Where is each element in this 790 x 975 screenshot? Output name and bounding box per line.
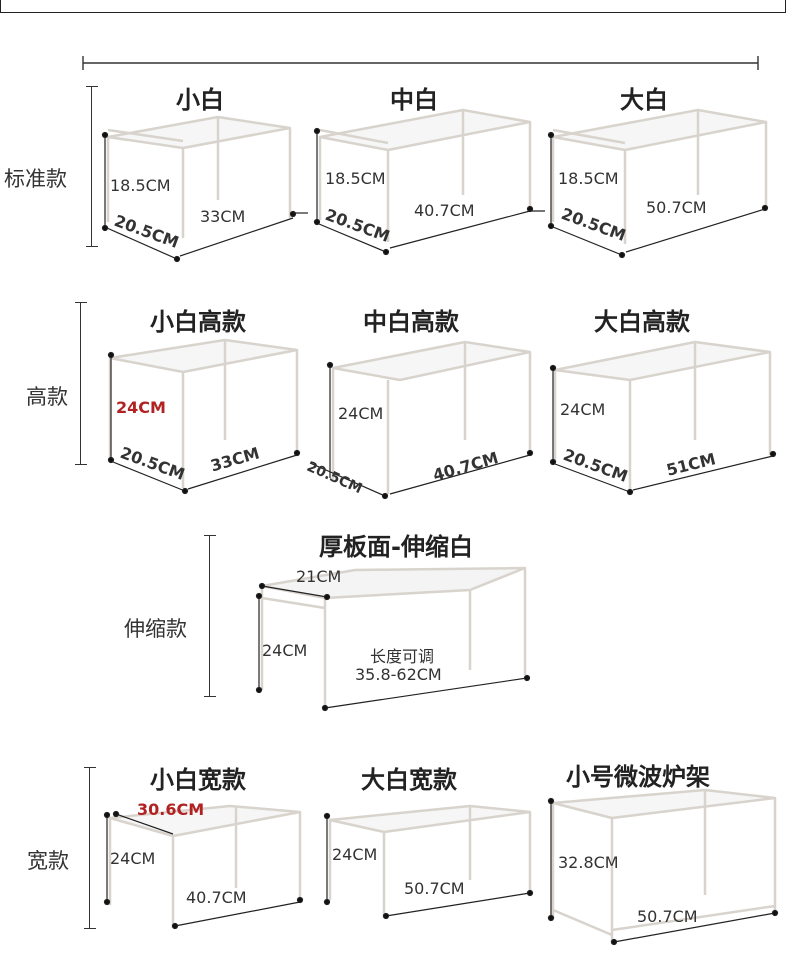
dim-length-range: 35.8-62CM xyxy=(355,665,442,684)
product-title-medium-white-tall: 中白高款 xyxy=(363,308,459,336)
dim-width-small: 33CM xyxy=(200,207,246,226)
row-label-standard: 标准款 xyxy=(4,167,67,191)
product-title-extendable: 厚板面-伸缩白 xyxy=(319,533,473,561)
row-bracket-standard xyxy=(86,86,98,247)
row-label-extendable: 伸缩款 xyxy=(124,617,187,641)
row-bracket-extendable xyxy=(204,535,216,697)
dim-height-small: 18.5CM xyxy=(110,176,171,195)
dim-height-medium-tall: 24CM xyxy=(338,404,384,423)
dim-height-medium: 18.5CM xyxy=(325,169,386,188)
dim-width-microwave: 50.7CM xyxy=(637,907,698,926)
dim-height-microwave: 32.8CM xyxy=(558,853,619,872)
dim-height-small-wide: 24CM xyxy=(110,849,156,868)
product-title-medium-white: 中白 xyxy=(390,86,438,114)
row-label-tall: 高款 xyxy=(26,385,68,409)
row-bracket-wide xyxy=(84,767,96,929)
dim-width-large: 50.7CM xyxy=(646,198,707,217)
product-title-large-white-wide: 大白宽款 xyxy=(361,766,457,794)
dim-height-extendable: 24CM xyxy=(262,641,308,660)
product-title-large-white-tall: 大白高款 xyxy=(594,308,690,336)
dim-width-medium: 40.7CM xyxy=(414,201,475,220)
product-title-large-white: 大白 xyxy=(620,86,668,114)
dim-width-small-wide: 40.7CM xyxy=(186,888,247,907)
product-title-small-microwave-rack: 小号微波炉架 xyxy=(566,763,710,791)
product-title-small-white: 小白 xyxy=(176,86,224,114)
dim-height-large-wide: 24CM xyxy=(332,845,378,864)
top-frame xyxy=(0,0,786,13)
dim-depth-extendable: 21CM xyxy=(296,567,342,586)
row-label-wide: 宽款 xyxy=(27,849,69,873)
dim-height-large: 18.5CM xyxy=(558,169,619,188)
product-title-small-white-tall: 小白高款 xyxy=(150,308,246,336)
dim-height-large-tall: 24CM xyxy=(560,400,606,419)
top-measure-line xyxy=(82,56,759,70)
dim-depth-small-wide: 30.6CM xyxy=(137,800,205,819)
dim-length-adjustable-label: 长度可调 xyxy=(370,647,435,666)
row-bracket-tall xyxy=(75,302,87,465)
product-title-small-white-wide: 小白宽款 xyxy=(150,766,246,794)
dim-width-large-wide: 50.7CM xyxy=(404,879,465,898)
dim-height-small-tall: 24CM xyxy=(116,398,166,417)
